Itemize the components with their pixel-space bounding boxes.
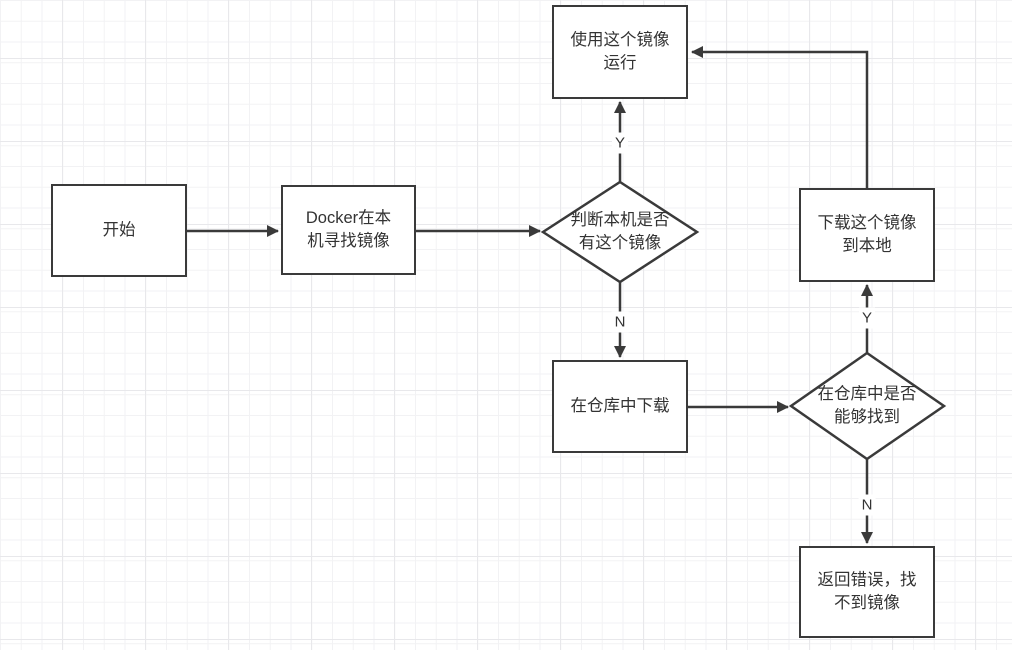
- node-download-local-label: 下载这个镜像 到本地: [817, 213, 917, 255]
- edge-label-repo-yes: Y: [858, 307, 876, 329]
- decision-repo-found-shape[interactable]: [788, 351, 947, 461]
- node-download-local[interactable]: 下载这个镜像 到本地: [799, 188, 935, 282]
- edge-label-local-yes: Y: [611, 132, 629, 154]
- node-use-image[interactable]: 使用这个镜像 运行: [552, 5, 688, 99]
- node-docker-search-label: Docker在本 机寻找镜像: [305, 208, 392, 250]
- edge-download-local-to-use-image: [691, 46, 869, 188]
- node-download-repo[interactable]: 在仓库中下载: [552, 360, 688, 453]
- node-start-label: 开始: [102, 220, 136, 239]
- node-use-image-label: 使用这个镜像 运行: [570, 30, 670, 72]
- edge-label-repo-no: N: [858, 494, 876, 516]
- node-start[interactable]: 开始: [51, 184, 187, 277]
- node-error[interactable]: 返回错误，找 不到镜像: [799, 546, 935, 638]
- node-docker-search[interactable]: Docker在本 机寻找镜像: [281, 185, 416, 275]
- edge-label-local-no: N: [611, 311, 629, 333]
- decision-local-image-shape[interactable]: [540, 180, 700, 284]
- node-download-repo-label: 在仓库中下载: [570, 396, 670, 415]
- node-error-label: 返回错误，找 不到镜像: [817, 570, 917, 612]
